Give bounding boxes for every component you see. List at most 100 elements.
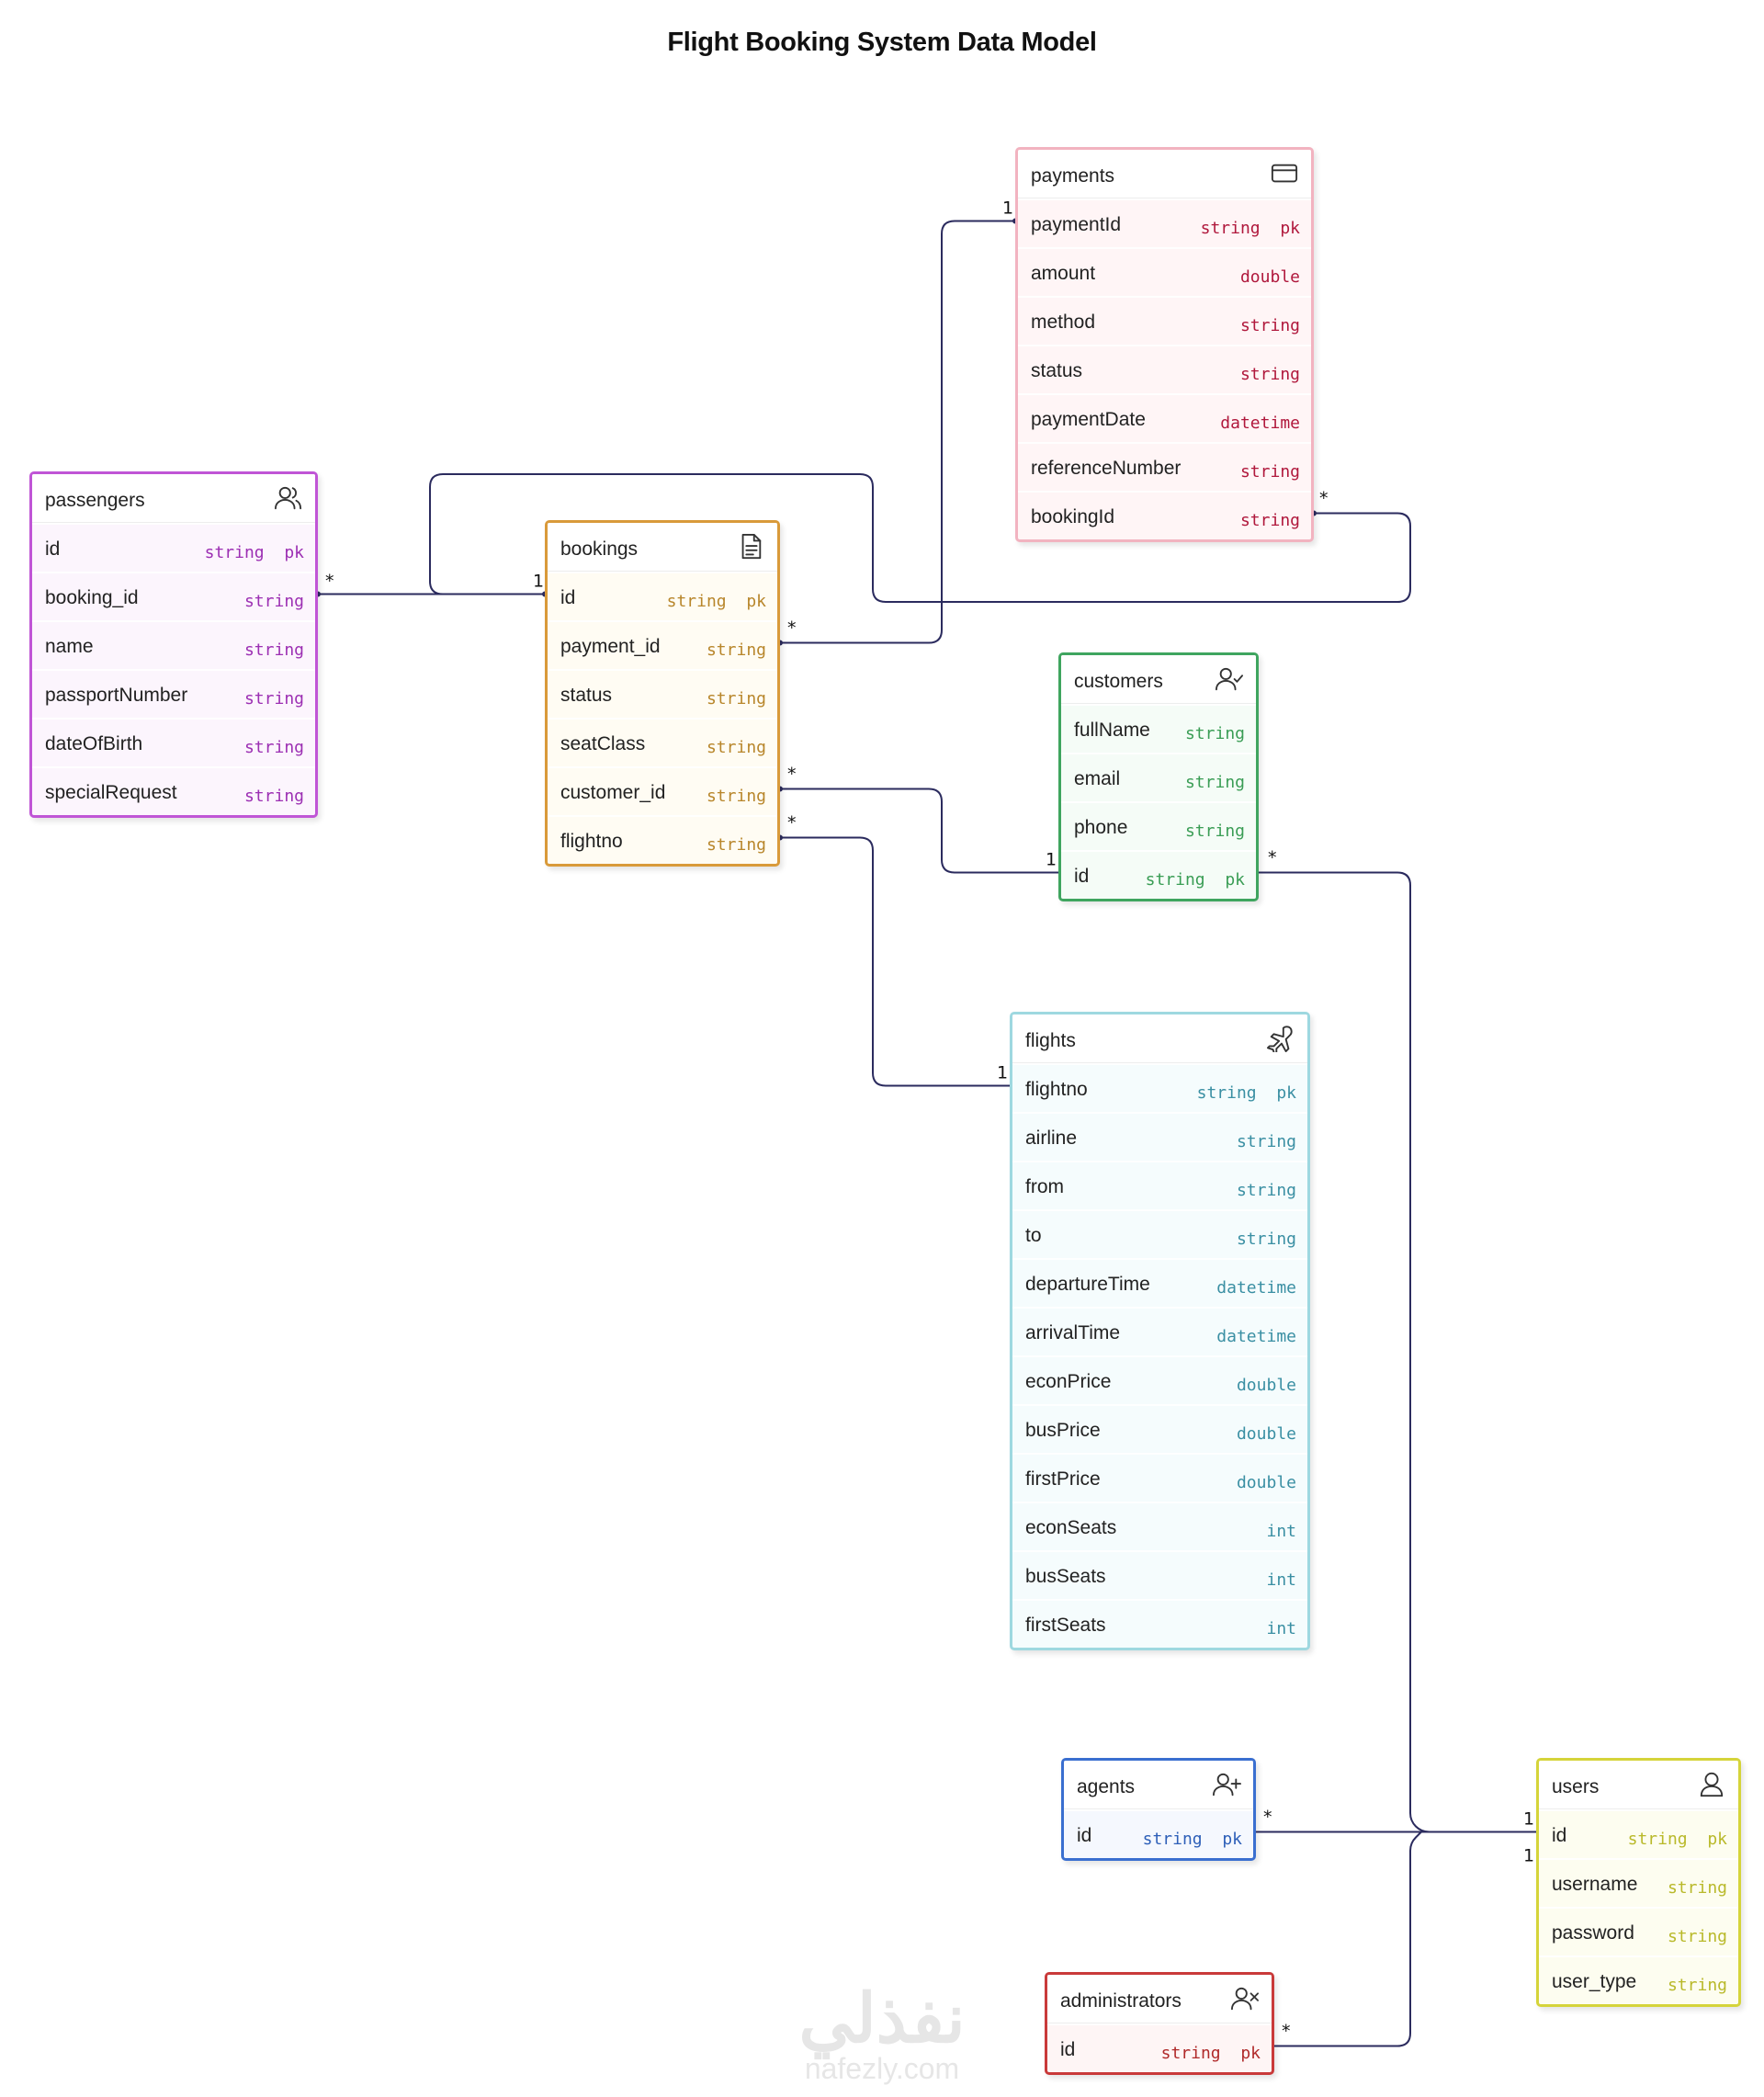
field-type-label: string [1184, 822, 1245, 841]
field-name: seatClass [560, 733, 646, 754]
field-name: from [1025, 1176, 1064, 1197]
field-name: firstPrice [1025, 1468, 1101, 1490]
field-name: paymentId [1031, 214, 1122, 235]
relationship-payments-bookings [429, 473, 1411, 603]
field-name: referenceNumber [1031, 458, 1182, 479]
cardinality-label: 1 [1002, 198, 1013, 219]
cardinality-label: * [787, 765, 797, 785]
document-icon [741, 533, 762, 560]
field-type-label: string [1160, 2044, 1221, 2063]
field-type-label: double [1236, 1473, 1296, 1492]
field-name: to [1025, 1225, 1042, 1246]
primary-key-badge: pk [1220, 2044, 1261, 2063]
cardinality-label: * [1282, 2022, 1291, 2042]
field-name: flightno [1025, 1079, 1088, 1100]
field-row[interactable]: firstPrice double [1012, 1453, 1307, 1502]
field-type: string [1240, 316, 1300, 335]
field-type-label: datetime [1220, 414, 1300, 433]
field-type: string [1240, 365, 1300, 384]
field-type: string [1668, 1976, 1727, 1995]
table-name: flights [1025, 1030, 1076, 1051]
table-name: customers [1074, 671, 1163, 692]
field-name: departureTime [1025, 1274, 1150, 1295]
field-type-label: string [1145, 870, 1205, 890]
field-name: specialRequest [45, 782, 177, 803]
field-type: double [1237, 1424, 1296, 1444]
field-type-label: string [1236, 1132, 1296, 1151]
cardinality-label: * [1268, 848, 1277, 868]
field-type: string [707, 787, 766, 806]
relationship-bookings-customers [780, 788, 1058, 874]
field-type-label: string [1200, 219, 1261, 238]
field-type-label: string [1142, 1830, 1203, 1849]
table-name: bookings [560, 538, 639, 560]
field-name: amount [1031, 263, 1096, 284]
table-header: passengers [32, 474, 315, 523]
field-row[interactable]: from string [1012, 1161, 1307, 1209]
users-icon [275, 486, 302, 510]
field-type: string [244, 689, 304, 708]
field-type: string [244, 592, 304, 611]
field-type: datetime [1220, 414, 1300, 433]
credit-card-icon [1271, 164, 1298, 183]
field-type: string [1237, 1181, 1296, 1200]
cardinality-label: 1 [1046, 850, 1057, 870]
table-header: flights [1012, 1014, 1307, 1063]
field-type: string [1185, 773, 1245, 792]
user-x-icon [1231, 1987, 1259, 2011]
primary-key-badge: pk [1202, 1830, 1242, 1849]
primary-key-badge: pk [1256, 1083, 1296, 1103]
field-type: string pk [667, 592, 766, 611]
field-type: string [1185, 724, 1245, 743]
field-type: int [1266, 1522, 1296, 1541]
